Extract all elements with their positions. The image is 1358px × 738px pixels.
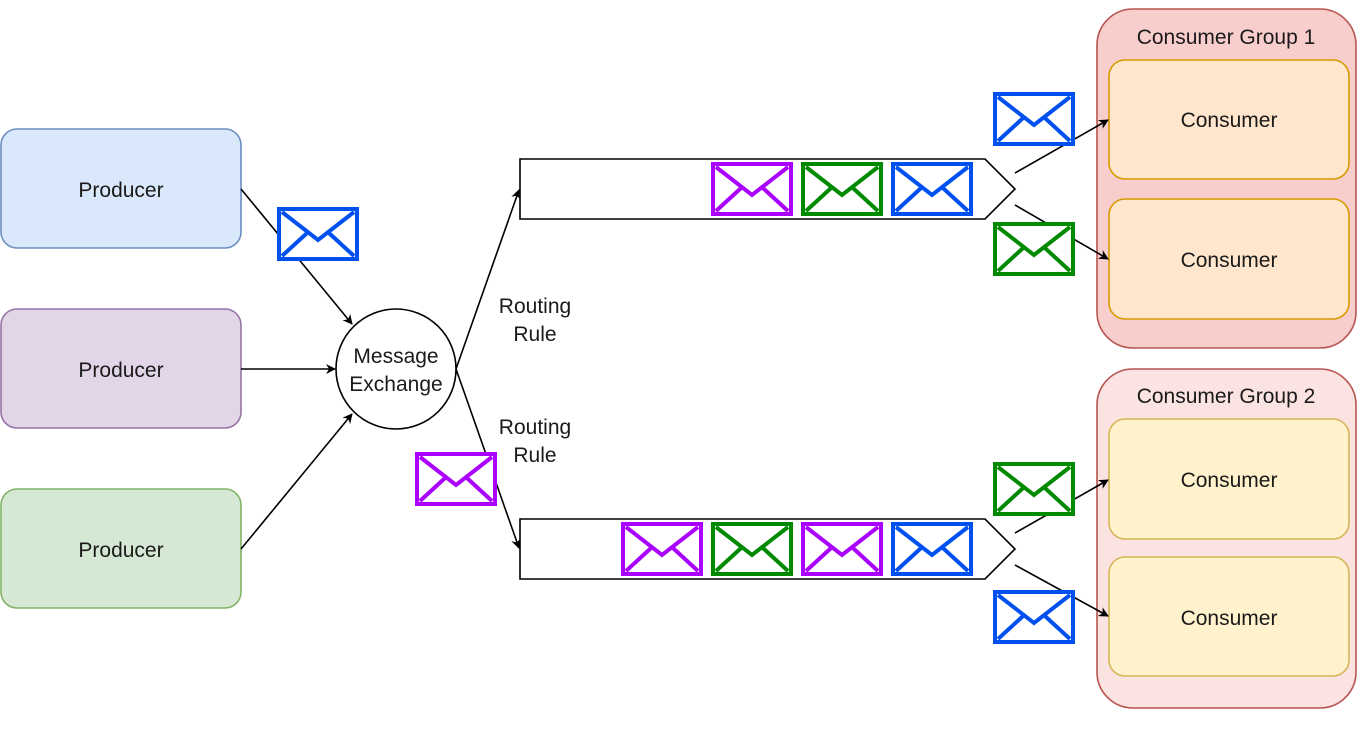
queue-1 [519,158,1017,220]
routing-rule-line2: Rule [513,444,556,467]
blue-envelope-icon [277,207,359,261]
consumer-group-2-title: Consumer Group 2 [1137,385,1316,408]
consumer-label: Consumer [1181,607,1278,630]
consumer-group-1-title: Consumer Group 1 [1137,26,1316,49]
message-exchange: Message Exchange [335,308,457,430]
producer-label: Producer [78,539,163,562]
exchange-label-line1: Message [353,345,438,368]
delivery-arrows [1014,119,1109,617]
producer-1: Producer [0,128,242,249]
arrow-producer-3 [240,413,353,550]
exchange-label-line2: Exchange [349,373,442,396]
blue-envelope-icon [993,92,1075,146]
consumer-2a: Consumer [1108,418,1350,540]
consumer-2b: Consumer [1108,556,1350,677]
consumer-label: Consumer [1181,249,1278,272]
queue-1-messages [711,162,973,216]
queue-2-messages [621,522,973,576]
consumer-label: Consumer [1181,469,1278,492]
in-flight-messages [277,92,1075,644]
blue-envelope-icon [891,162,973,216]
routing-rule-line1: Routing [499,416,571,439]
green-envelope-icon [711,522,793,576]
producer-label: Producer [78,179,163,202]
purple-envelope-icon [801,522,883,576]
producer-2: Producer [0,308,242,429]
queue-2 [519,518,1017,580]
purple-envelope-icon [711,162,793,216]
consumer-label: Consumer [1181,109,1278,132]
arrow-route-1 [455,189,521,370]
consumer-1a: Consumer [1108,59,1350,180]
routing-rule-line1: Routing [499,295,571,318]
purple-envelope-icon [415,452,497,506]
producer-label: Producer [78,359,163,382]
routing-rule-line2: Rule [513,323,556,346]
green-envelope-icon [801,162,883,216]
purple-envelope-icon [621,522,703,576]
routing-rule-2: Routing Rule [499,416,571,467]
consumer-1b: Consumer [1108,198,1350,320]
green-envelope-icon [993,222,1075,276]
arrow-delivery-1a [1014,119,1109,174]
green-envelope-icon [993,462,1075,516]
blue-envelope-icon [993,590,1075,644]
routing-rule-1: Routing Rule [499,295,571,346]
producer-3: Producer [0,488,242,609]
blue-envelope-icon [891,522,973,576]
